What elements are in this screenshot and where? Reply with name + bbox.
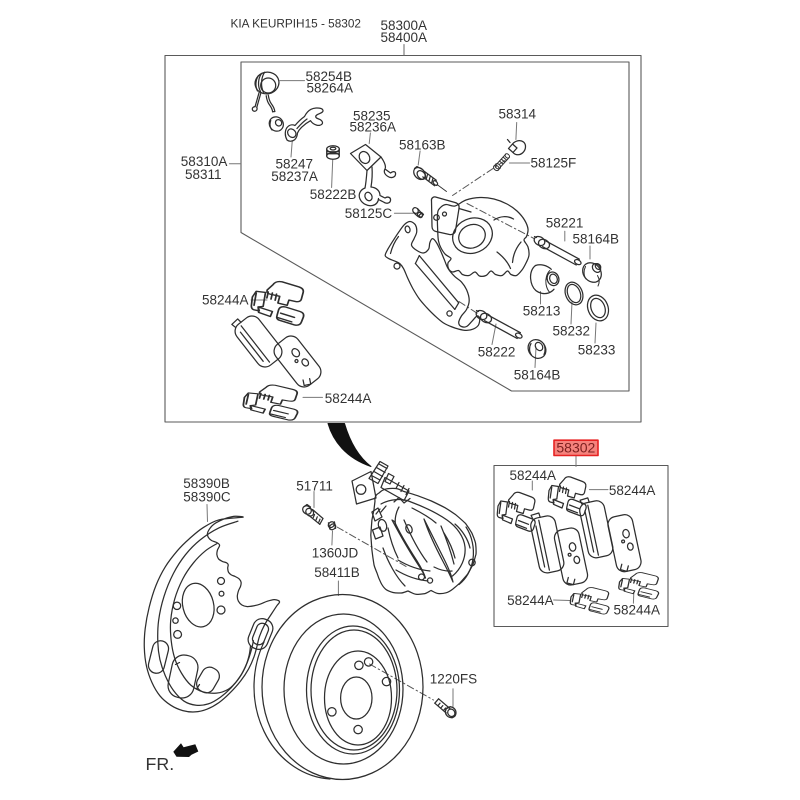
svg-text:58310A: 58310A (181, 154, 228, 169)
svg-text:58222B: 58222B (310, 187, 357, 202)
svg-text:58125F: 58125F (531, 156, 577, 171)
svg-text:58311: 58311 (185, 167, 222, 182)
svg-text:58390B: 58390B (183, 476, 230, 491)
svg-text:58222: 58222 (478, 345, 516, 360)
svg-text:58300A: 58300A (381, 18, 428, 33)
svg-text:1220FS: 1220FS (430, 672, 477, 687)
svg-text:58247: 58247 (276, 157, 314, 172)
svg-text:58254B: 58254B (306, 69, 353, 84)
svg-text:58244A: 58244A (325, 391, 372, 406)
svg-text:58244A: 58244A (609, 483, 656, 498)
svg-text:58235: 58235 (353, 109, 391, 124)
svg-text:58400A: 58400A (381, 30, 428, 45)
svg-text:KIA KEURPIH15 - 58302: KIA KEURPIH15 - 58302 (231, 16, 362, 30)
svg-text:58314: 58314 (499, 107, 537, 122)
svg-text:FR.: FR. (146, 754, 175, 774)
svg-text:58244A: 58244A (614, 602, 661, 617)
svg-text:58164B: 58164B (514, 368, 561, 383)
svg-text:58264A: 58264A (307, 80, 354, 95)
svg-text:58237A: 58237A (271, 169, 318, 184)
svg-text:51711: 51711 (296, 478, 333, 493)
svg-text:58244A: 58244A (202, 293, 249, 308)
svg-text:58125C: 58125C (345, 206, 393, 221)
svg-text:1360JD: 1360JD (312, 546, 359, 561)
svg-text:58164B: 58164B (573, 232, 620, 247)
svg-text:58163B: 58163B (399, 138, 446, 153)
svg-text:58390C: 58390C (183, 489, 231, 504)
svg-text:58411B: 58411B (314, 565, 360, 580)
svg-text:58244A: 58244A (510, 468, 557, 483)
svg-text:58213: 58213 (523, 304, 561, 319)
svg-text:58244A: 58244A (507, 593, 554, 608)
svg-text:58302: 58302 (556, 440, 595, 456)
svg-text:58232: 58232 (553, 324, 591, 339)
svg-text:58221: 58221 (546, 216, 584, 231)
svg-text:58236A: 58236A (350, 120, 397, 135)
svg-text:58233: 58233 (578, 343, 616, 358)
